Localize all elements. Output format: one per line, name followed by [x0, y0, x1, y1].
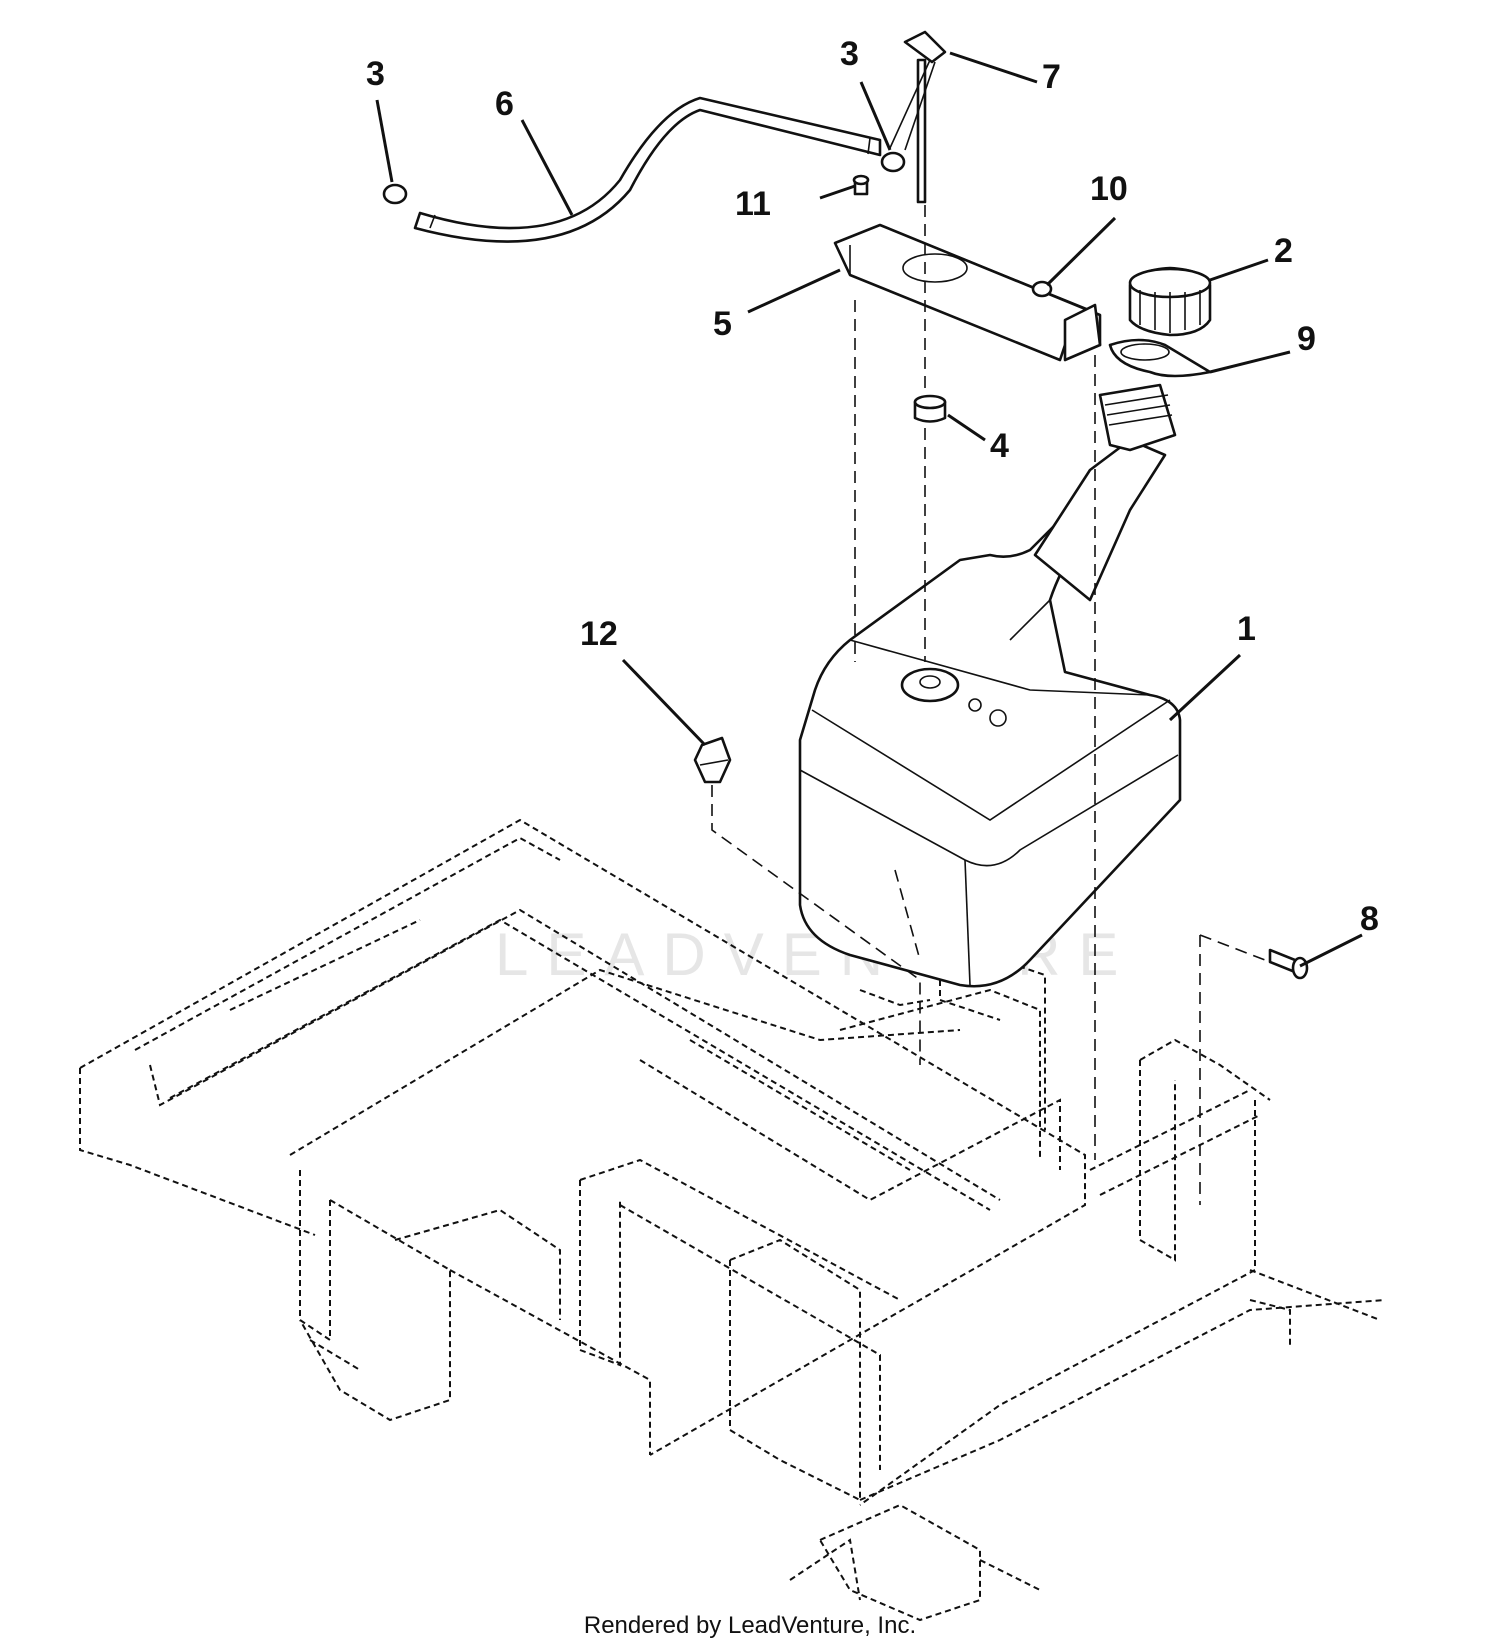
mower-frame [79, 818, 1386, 1622]
fuel-hose [413, 96, 882, 243]
callouts: 1 2 3 3 4 5 6 7 8 9 10 11 12 [366, 35, 1379, 938]
callout-7: 7 [1042, 58, 1061, 96]
fuel-tank [798, 383, 1182, 988]
callout-3-left: 3 [366, 55, 385, 93]
callout-8: 8 [1360, 900, 1379, 938]
nut [1031, 280, 1053, 298]
callout-6: 6 [495, 85, 514, 123]
fuel-cap [1128, 266, 1212, 337]
wire-connector [693, 736, 732, 784]
callout-12: 12 [580, 615, 618, 653]
callout-10: 10 [1090, 170, 1128, 208]
alignment-lines [711, 205, 1266, 1205]
callout-3-right: 3 [840, 35, 859, 73]
screw [852, 174, 870, 196]
pickup-tube [889, 30, 947, 204]
render-credit: Rendered by LeadVenture, Inc. [583, 1612, 917, 1639]
hose-clamp-left [382, 183, 408, 205]
callout-5: 5 [713, 305, 732, 343]
callout-4: 4 [990, 427, 1009, 465]
tank-bracket [833, 223, 1102, 362]
callout-11: 11 [735, 185, 771, 223]
callout-1: 1 [1237, 610, 1256, 648]
gasket [1108, 338, 1212, 378]
leader-lines [375, 51, 1363, 968]
grommet [913, 394, 947, 423]
callout-2: 2 [1274, 232, 1293, 270]
hose-clamp-right [880, 151, 906, 173]
callout-9: 9 [1297, 320, 1316, 358]
